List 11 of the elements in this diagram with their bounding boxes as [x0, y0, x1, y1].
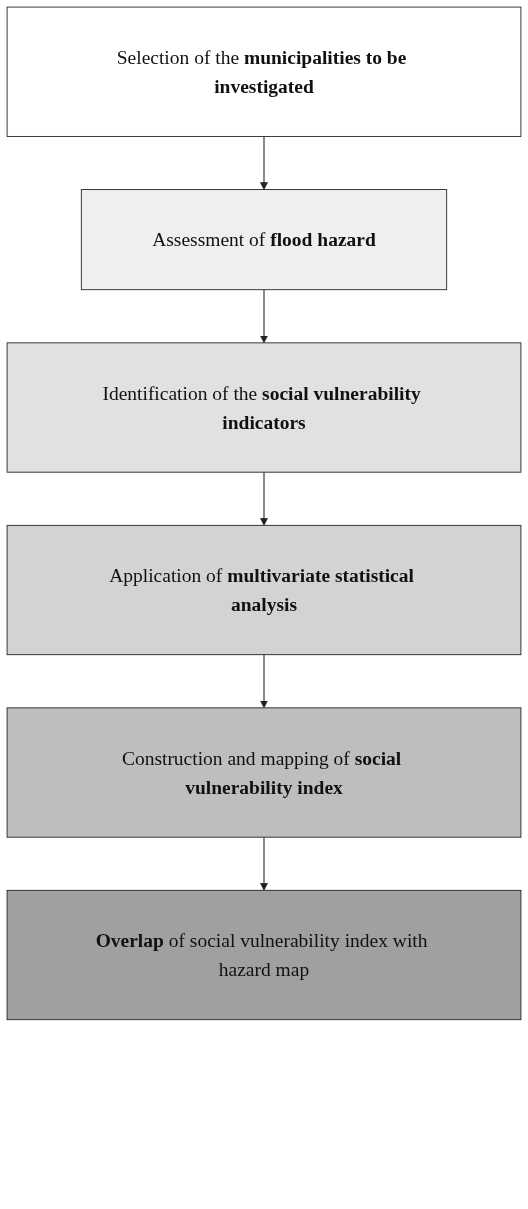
arrow [260, 836, 268, 891]
node-box: Construction and mapping of social vulnerability index [6, 707, 522, 838]
arrow [260, 289, 268, 344]
node-box: Application of multivariate statistical analysis [6, 524, 522, 656]
node-box: Overlap of social vulnerability index with hazard map [6, 889, 522, 1021]
node-box: Assessment of flood hazard [80, 189, 448, 291]
node-box: Identification of the social vulnerability indicators [6, 342, 522, 473]
arrow [260, 471, 268, 526]
arrow [260, 654, 268, 709]
arrow [260, 135, 268, 190]
node-box: Selection of the municipalities to be investigated [6, 6, 522, 137]
